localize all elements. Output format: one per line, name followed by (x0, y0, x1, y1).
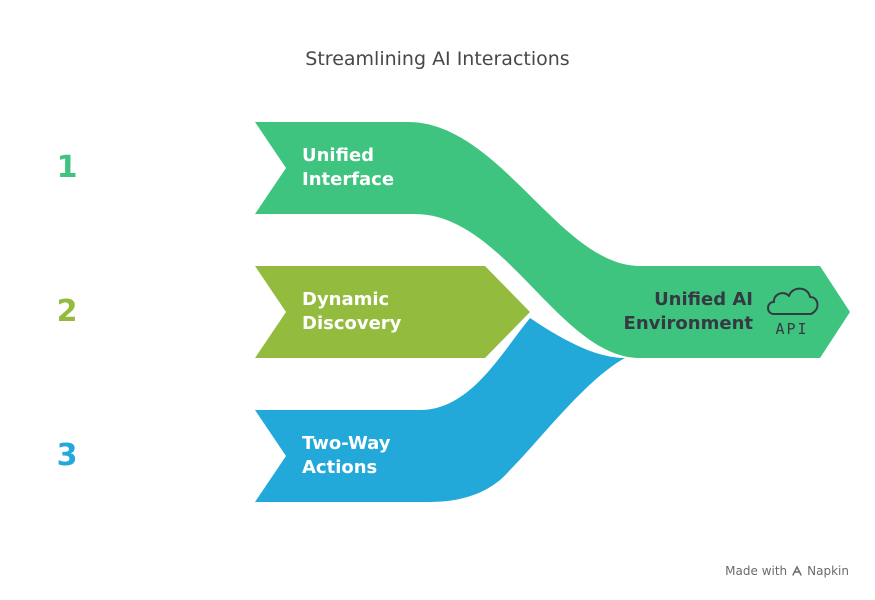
step-2-label-line1: Dynamic (302, 289, 390, 310)
step-1-band (255, 122, 850, 358)
cloud-api-icon (767, 287, 819, 315)
step-3-label-line1: Two-Way (302, 433, 391, 454)
step-3-label-line2: Actions (302, 457, 378, 478)
footer-made-with: Made with (725, 564, 788, 578)
step-1-label: Unified Interface (302, 144, 452, 192)
output-label-line2: Environment (623, 313, 753, 334)
output-label: Unified AI Environment (553, 288, 753, 336)
step-3-label: Two-Way Actions (302, 432, 452, 480)
step-1-label-line1: Unified (302, 145, 375, 166)
step-2-band (255, 266, 530, 358)
cloud-api-label: API (775, 320, 808, 338)
footer-credit[interactable]: Made with Napkin (725, 564, 849, 578)
diagram-title: Streamlining AI Interactions (305, 48, 570, 70)
step-2-number: 2 (56, 294, 78, 329)
footer-brand: Napkin (807, 564, 849, 578)
step-1-label-line2: Interface (302, 169, 395, 190)
step-3-band (255, 318, 625, 502)
step-3-number: 3 (56, 438, 78, 473)
step-2-label: Dynamic Discovery (302, 288, 452, 336)
napkin-logo-icon (792, 565, 802, 576)
output-label-line1: Unified AI (654, 289, 753, 310)
step-1-number: 1 (56, 150, 78, 185)
step-2-label-line2: Discovery (302, 313, 402, 334)
